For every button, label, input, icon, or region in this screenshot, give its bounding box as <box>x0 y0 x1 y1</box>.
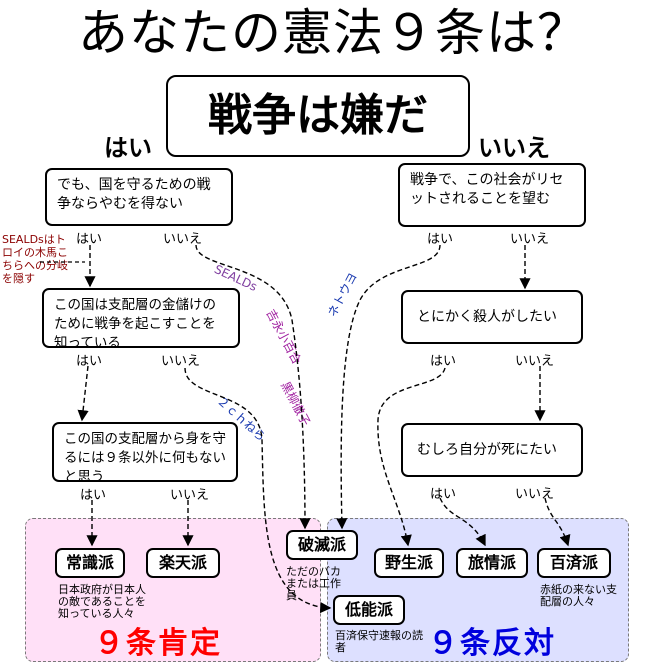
oppose-verdict: ９条反対 <box>428 626 556 661</box>
arrow-left-q2-yes <box>77 365 89 422</box>
kudara-note: 赤紙の来ない支配層の人々 <box>540 583 617 608</box>
ryojo-leaf: 旅情派 <box>456 548 528 578</box>
joshiki-leaf: 常識派 <box>55 548 125 578</box>
left-q3-no: いいえ <box>170 488 210 503</box>
left-question-2: この国は支配層の金儲けのために戦争を起こすことを知っている <box>42 288 240 351</box>
teinou-leaf: 低能派 <box>333 595 405 625</box>
right-q1-yes: はい <box>427 232 454 247</box>
hametsu-note: ただのバカまたは工作員 <box>286 565 341 602</box>
main-question-box: 戦争は嫌だ <box>166 75 470 157</box>
page-title: あなたの憲法９条は？ <box>78 4 588 62</box>
left-q2-no: いいえ <box>161 354 201 369</box>
teinou-note: 百済保守速報の読者 <box>335 629 423 654</box>
right-q3-yes: はい <box>430 487 457 502</box>
left-q1-yes: はい <box>76 232 103 247</box>
joshiki-note: 日本政府が日本人の敵であることを知っている人々 <box>58 583 146 620</box>
right-q3-no: いいえ <box>515 487 555 502</box>
hametsu-leaf: 破滅派 <box>286 530 358 560</box>
affirm-region <box>25 518 321 662</box>
rakuten-leaf: 楽天派 <box>146 548 220 578</box>
arrow-right-q2-yes <box>377 367 446 547</box>
yasei-leaf: 野生派 <box>374 548 444 578</box>
arrow-right-q3-yes <box>439 497 486 547</box>
main-no-label: いいえ <box>478 134 550 162</box>
left-q2-yes: はい <box>76 354 103 369</box>
affirm-verdict: ９条肯定 <box>94 626 222 661</box>
main-yes-label: はい <box>104 134 152 162</box>
right-q1-no: いいえ <box>510 232 550 247</box>
right-question-3: むしろ自分が死にたい <box>401 423 583 477</box>
left-question-1: でも、国を守るための戦争ならやむを得ない <box>45 168 233 226</box>
arrow-right-q3-no <box>544 497 571 547</box>
seals-trojan-note: SEALDsはトロイの木馬こちらへの分岐を隠す <box>2 233 68 285</box>
left-q3-yes: はい <box>80 488 107 503</box>
arrow-2ch-path <box>184 367 332 614</box>
arrow-netouyo-path <box>336 244 441 530</box>
left-q1-no: いいえ <box>163 232 203 247</box>
right-q2-no: いいえ <box>515 354 555 369</box>
kudara-leaf: 百済派 <box>537 548 611 578</box>
left-question-3: この国の支配層から身を守るには９条以外に何もないと思う <box>52 422 238 485</box>
right-q2-yes: はい <box>430 354 457 369</box>
right-question-1: 戦争で、この社会がリセットされることを望む <box>398 163 586 227</box>
arrow-seals-path <box>195 244 311 530</box>
right-question-2: とにかく殺人がしたい <box>401 290 583 344</box>
